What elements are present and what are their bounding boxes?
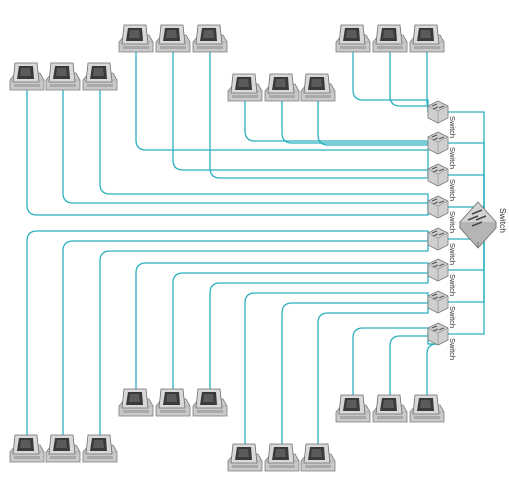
computer-icon [264, 73, 300, 102]
switch-label: Switch [448, 338, 457, 360]
computer-cable [99, 238, 429, 436]
switch-label: Switch [448, 306, 457, 328]
device-layer: SwitchSwitchSwitchSwitchSwitchSwitchSwit… [9, 24, 508, 472]
computer-icon [155, 388, 191, 417]
computer-icon [300, 443, 336, 472]
network-switch-icon [427, 163, 449, 187]
computer-cable [209, 269, 429, 390]
computer-icon [155, 24, 191, 53]
core-switch-label: Switch [498, 208, 508, 233]
computer-cable [389, 51, 429, 113]
switch-label: Switch [448, 274, 457, 296]
switch-label: Switch [448, 147, 457, 169]
computer-cable [62, 89, 429, 208]
computer-cable [352, 327, 429, 396]
computer-cable [244, 292, 429, 445]
computer-icon [118, 388, 154, 417]
network-switch-icon [427, 195, 449, 219]
computer-cable [317, 100, 429, 146]
computer-icon [335, 394, 371, 423]
computer-cable [172, 269, 429, 390]
computer-cable [135, 51, 429, 176]
computer-icon [372, 394, 408, 423]
computer-cable [26, 230, 429, 436]
computer-icon [118, 24, 154, 53]
computer-icon [300, 73, 336, 102]
computer-cable [281, 301, 429, 445]
trunk-cable [447, 221, 485, 335]
network-switch-icon [427, 100, 449, 124]
switch-label: Switch [448, 243, 457, 265]
computer-cable [209, 51, 429, 179]
switch-label: Switch [448, 179, 457, 201]
computer-icon [9, 62, 45, 91]
computer-icon [45, 434, 81, 463]
network-switch-icon [427, 131, 449, 155]
computer-cable [244, 100, 429, 144]
computer-icon [335, 24, 371, 53]
computer-icon [409, 24, 445, 53]
computer-icon [227, 73, 263, 102]
computer-cable [352, 51, 429, 113]
computer-cable [172, 51, 429, 176]
computer-icon [9, 434, 45, 463]
computer-cable [135, 262, 429, 390]
computer-cable [281, 100, 429, 144]
computer-cable [62, 238, 429, 436]
computer-cable [99, 89, 429, 208]
computer-icon [227, 443, 263, 472]
computer-icon [192, 388, 228, 417]
switch-label: Switch [448, 211, 457, 233]
computer-cable [389, 333, 429, 396]
trunk-cable [447, 174, 485, 223]
core-switch-icon [459, 201, 497, 249]
computer-icon [264, 443, 300, 472]
computer-icon [372, 24, 408, 53]
network-switch-icon [427, 322, 449, 346]
computer-icon [82, 434, 118, 463]
computer-cable [317, 301, 429, 445]
computer-cable [26, 89, 429, 216]
computer-icon [82, 62, 118, 91]
network-switch-icon [427, 290, 449, 314]
computer-icon [192, 24, 228, 53]
network-switch-icon [427, 227, 449, 251]
switch-label: Switch [448, 116, 457, 138]
cable-layer [26, 51, 485, 445]
computer-icon [45, 62, 81, 91]
network-switch-icon [427, 258, 449, 282]
computer-icon [409, 394, 445, 423]
